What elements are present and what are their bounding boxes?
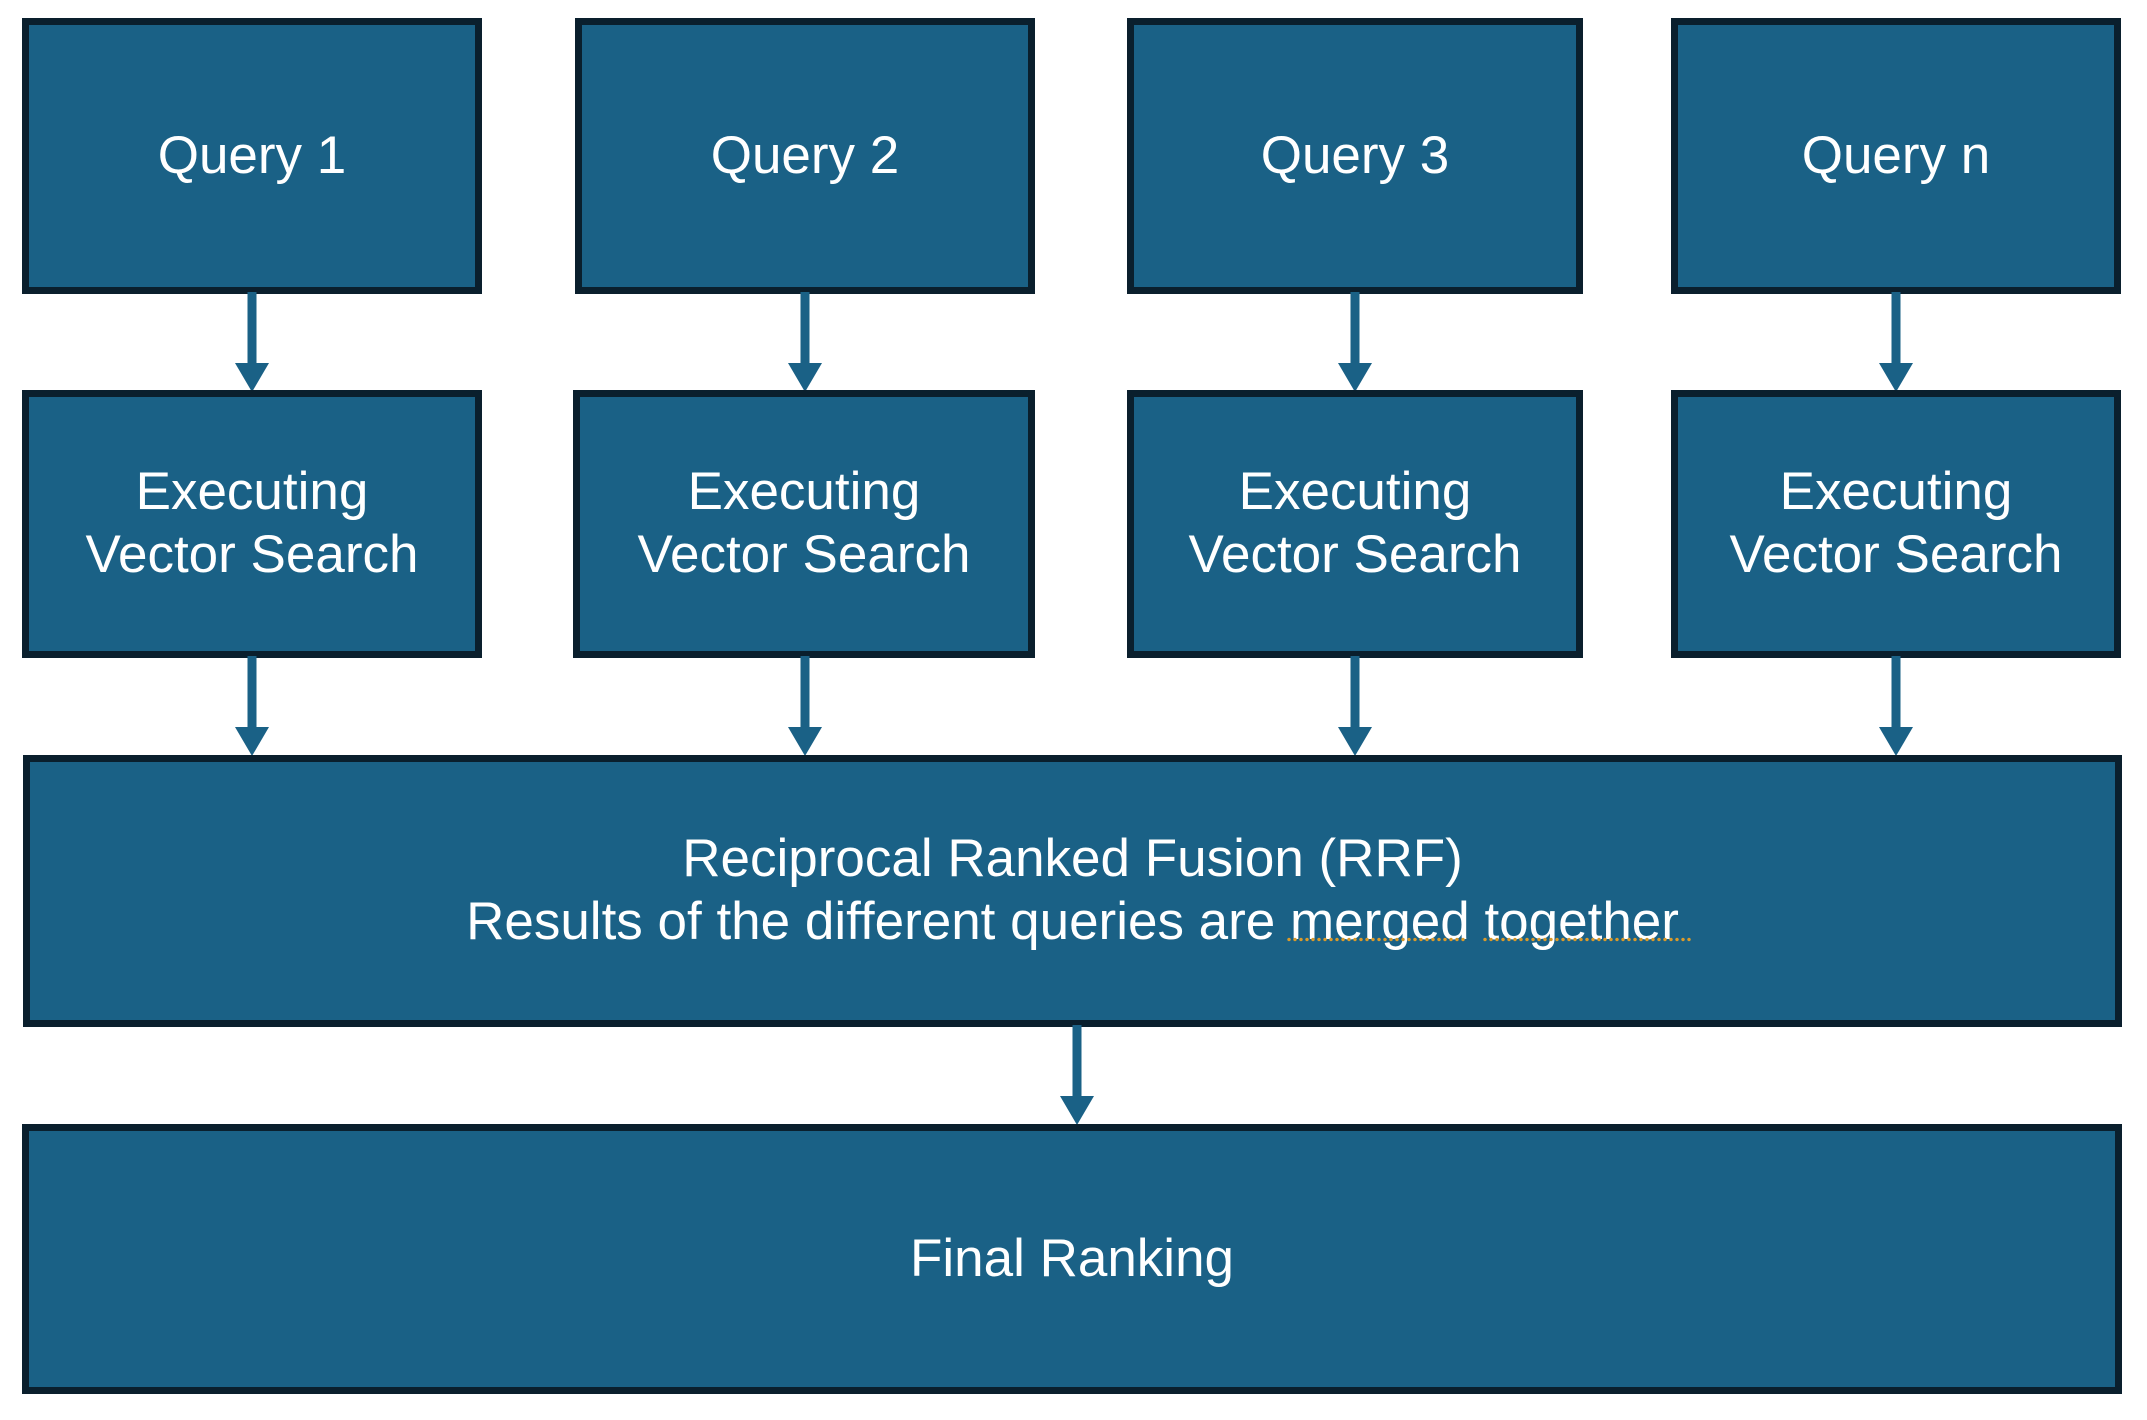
- arrow-executor-n-to-fusion: [1874, 656, 1918, 758]
- node-query-2[interactable]: Query 2: [575, 18, 1035, 294]
- node-executing-vector-search-3-label: Executing Vector Search: [1188, 462, 1522, 584]
- node-executing-vector-search-2[interactable]: Executing Vector Search: [573, 390, 1035, 658]
- node-executing-vector-search-1[interactable]: Executing Vector Search: [22, 390, 482, 658]
- arrow-executor-2-to-fusion: [783, 656, 827, 758]
- arrow-query-n-to-executor-n: [1874, 292, 1918, 394]
- node-query-3[interactable]: Query 3: [1127, 18, 1583, 294]
- node-executing-vector-search-n[interactable]: Executing Vector Search: [1671, 390, 2121, 658]
- node-executing-vector-search-1-label: Executing Vector Search: [85, 462, 419, 584]
- node-executing-vector-search-n-label: Executing Vector Search: [1729, 462, 2063, 584]
- arrow-executor-3-to-fusion: [1333, 656, 1377, 758]
- node-query-2-label: Query 2: [710, 125, 900, 185]
- node-query-n[interactable]: Query n: [1671, 18, 2121, 294]
- node-query-3-label: Query 3: [1260, 125, 1450, 185]
- node-query-1-label: Query 1: [157, 125, 347, 185]
- node-reciprocal-ranked-fusion[interactable]: Reciprocal Ranked Fusion (RRF) Results o…: [23, 755, 2122, 1027]
- node-executing-vector-search-2-label: Executing Vector Search: [637, 462, 971, 584]
- arrow-query-3-to-executor-3: [1333, 292, 1377, 394]
- node-executing-vector-search-3[interactable]: Executing Vector Search: [1127, 390, 1583, 658]
- node-query-1[interactable]: Query 1: [22, 18, 482, 294]
- arrow-executor-1-to-fusion: [230, 656, 274, 758]
- node-reciprocal-ranked-fusion-label: Reciprocal Ranked Fusion (RRF) Results o…: [466, 829, 1679, 951]
- node-final-ranking-label: Final Ranking: [909, 1228, 1235, 1288]
- arrow-query-2-to-executor-2: [783, 292, 827, 394]
- arrow-query-1-to-executor-1: [230, 292, 274, 394]
- node-query-n-label: Query n: [1801, 125, 1991, 185]
- arrow-fusion-to-final-ranking: [1055, 1025, 1099, 1127]
- node-final-ranking[interactable]: Final Ranking: [22, 1124, 2122, 1394]
